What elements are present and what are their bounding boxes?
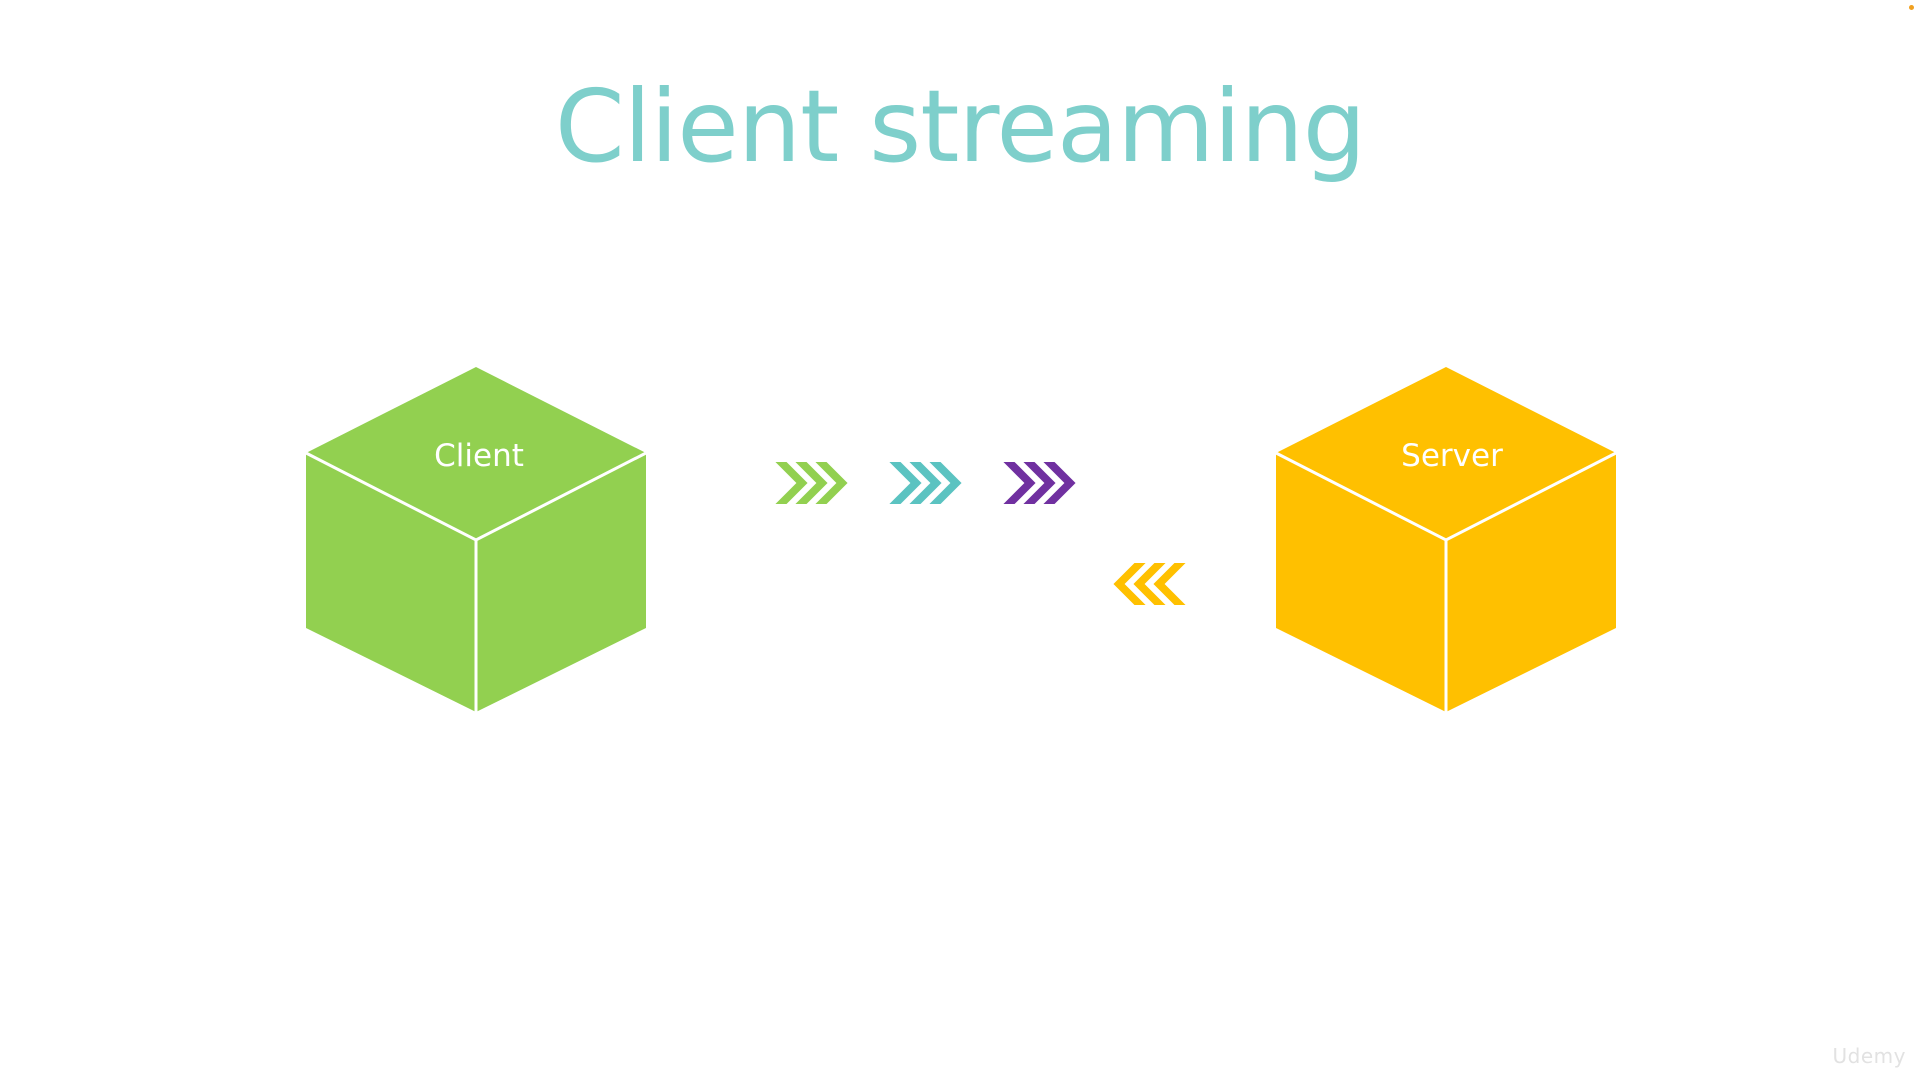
- client-cube-right-face: [476, 453, 646, 712]
- client-cube-left-face: [306, 453, 476, 712]
- chevron-right-icon: [810, 460, 851, 506]
- chevron-right-icon: [1018, 460, 1059, 506]
- client-cube-top-face: [306, 367, 646, 540]
- chevron-left-icon: [1110, 561, 1151, 607]
- request-message-3-chevrons: [998, 460, 1079, 506]
- chevron-left-icon: [1150, 561, 1191, 607]
- server-label: Server: [1401, 438, 1503, 474]
- client-label: Client: [434, 438, 524, 474]
- request-message-2-chevrons: [884, 460, 965, 506]
- chevron-right-icon: [998, 460, 1039, 506]
- chevron-right-icon: [884, 460, 925, 506]
- server-cube-left-face: [1276, 453, 1446, 712]
- chevron-right-icon: [904, 460, 945, 506]
- chevron-left-icon: [1130, 561, 1171, 607]
- chevron-right-icon: [790, 460, 831, 506]
- udemy-watermark-logo: Udemy: [1832, 1044, 1906, 1068]
- server-cube: Server: [1275, 367, 1617, 712]
- request-message-1-chevrons: [770, 460, 851, 506]
- recording-indicator-dot: [1909, 5, 1914, 10]
- chevron-right-icon: [924, 460, 965, 506]
- response-message-chevrons: [1110, 561, 1191, 607]
- server-cube-right-face: [1446, 453, 1616, 712]
- slide-title: Client streaming: [554, 68, 1366, 185]
- chevron-right-icon: [770, 460, 811, 506]
- chevron-right-icon: [1038, 460, 1079, 506]
- client-cube: Client: [305, 367, 647, 712]
- server-cube-top-face: [1276, 367, 1616, 540]
